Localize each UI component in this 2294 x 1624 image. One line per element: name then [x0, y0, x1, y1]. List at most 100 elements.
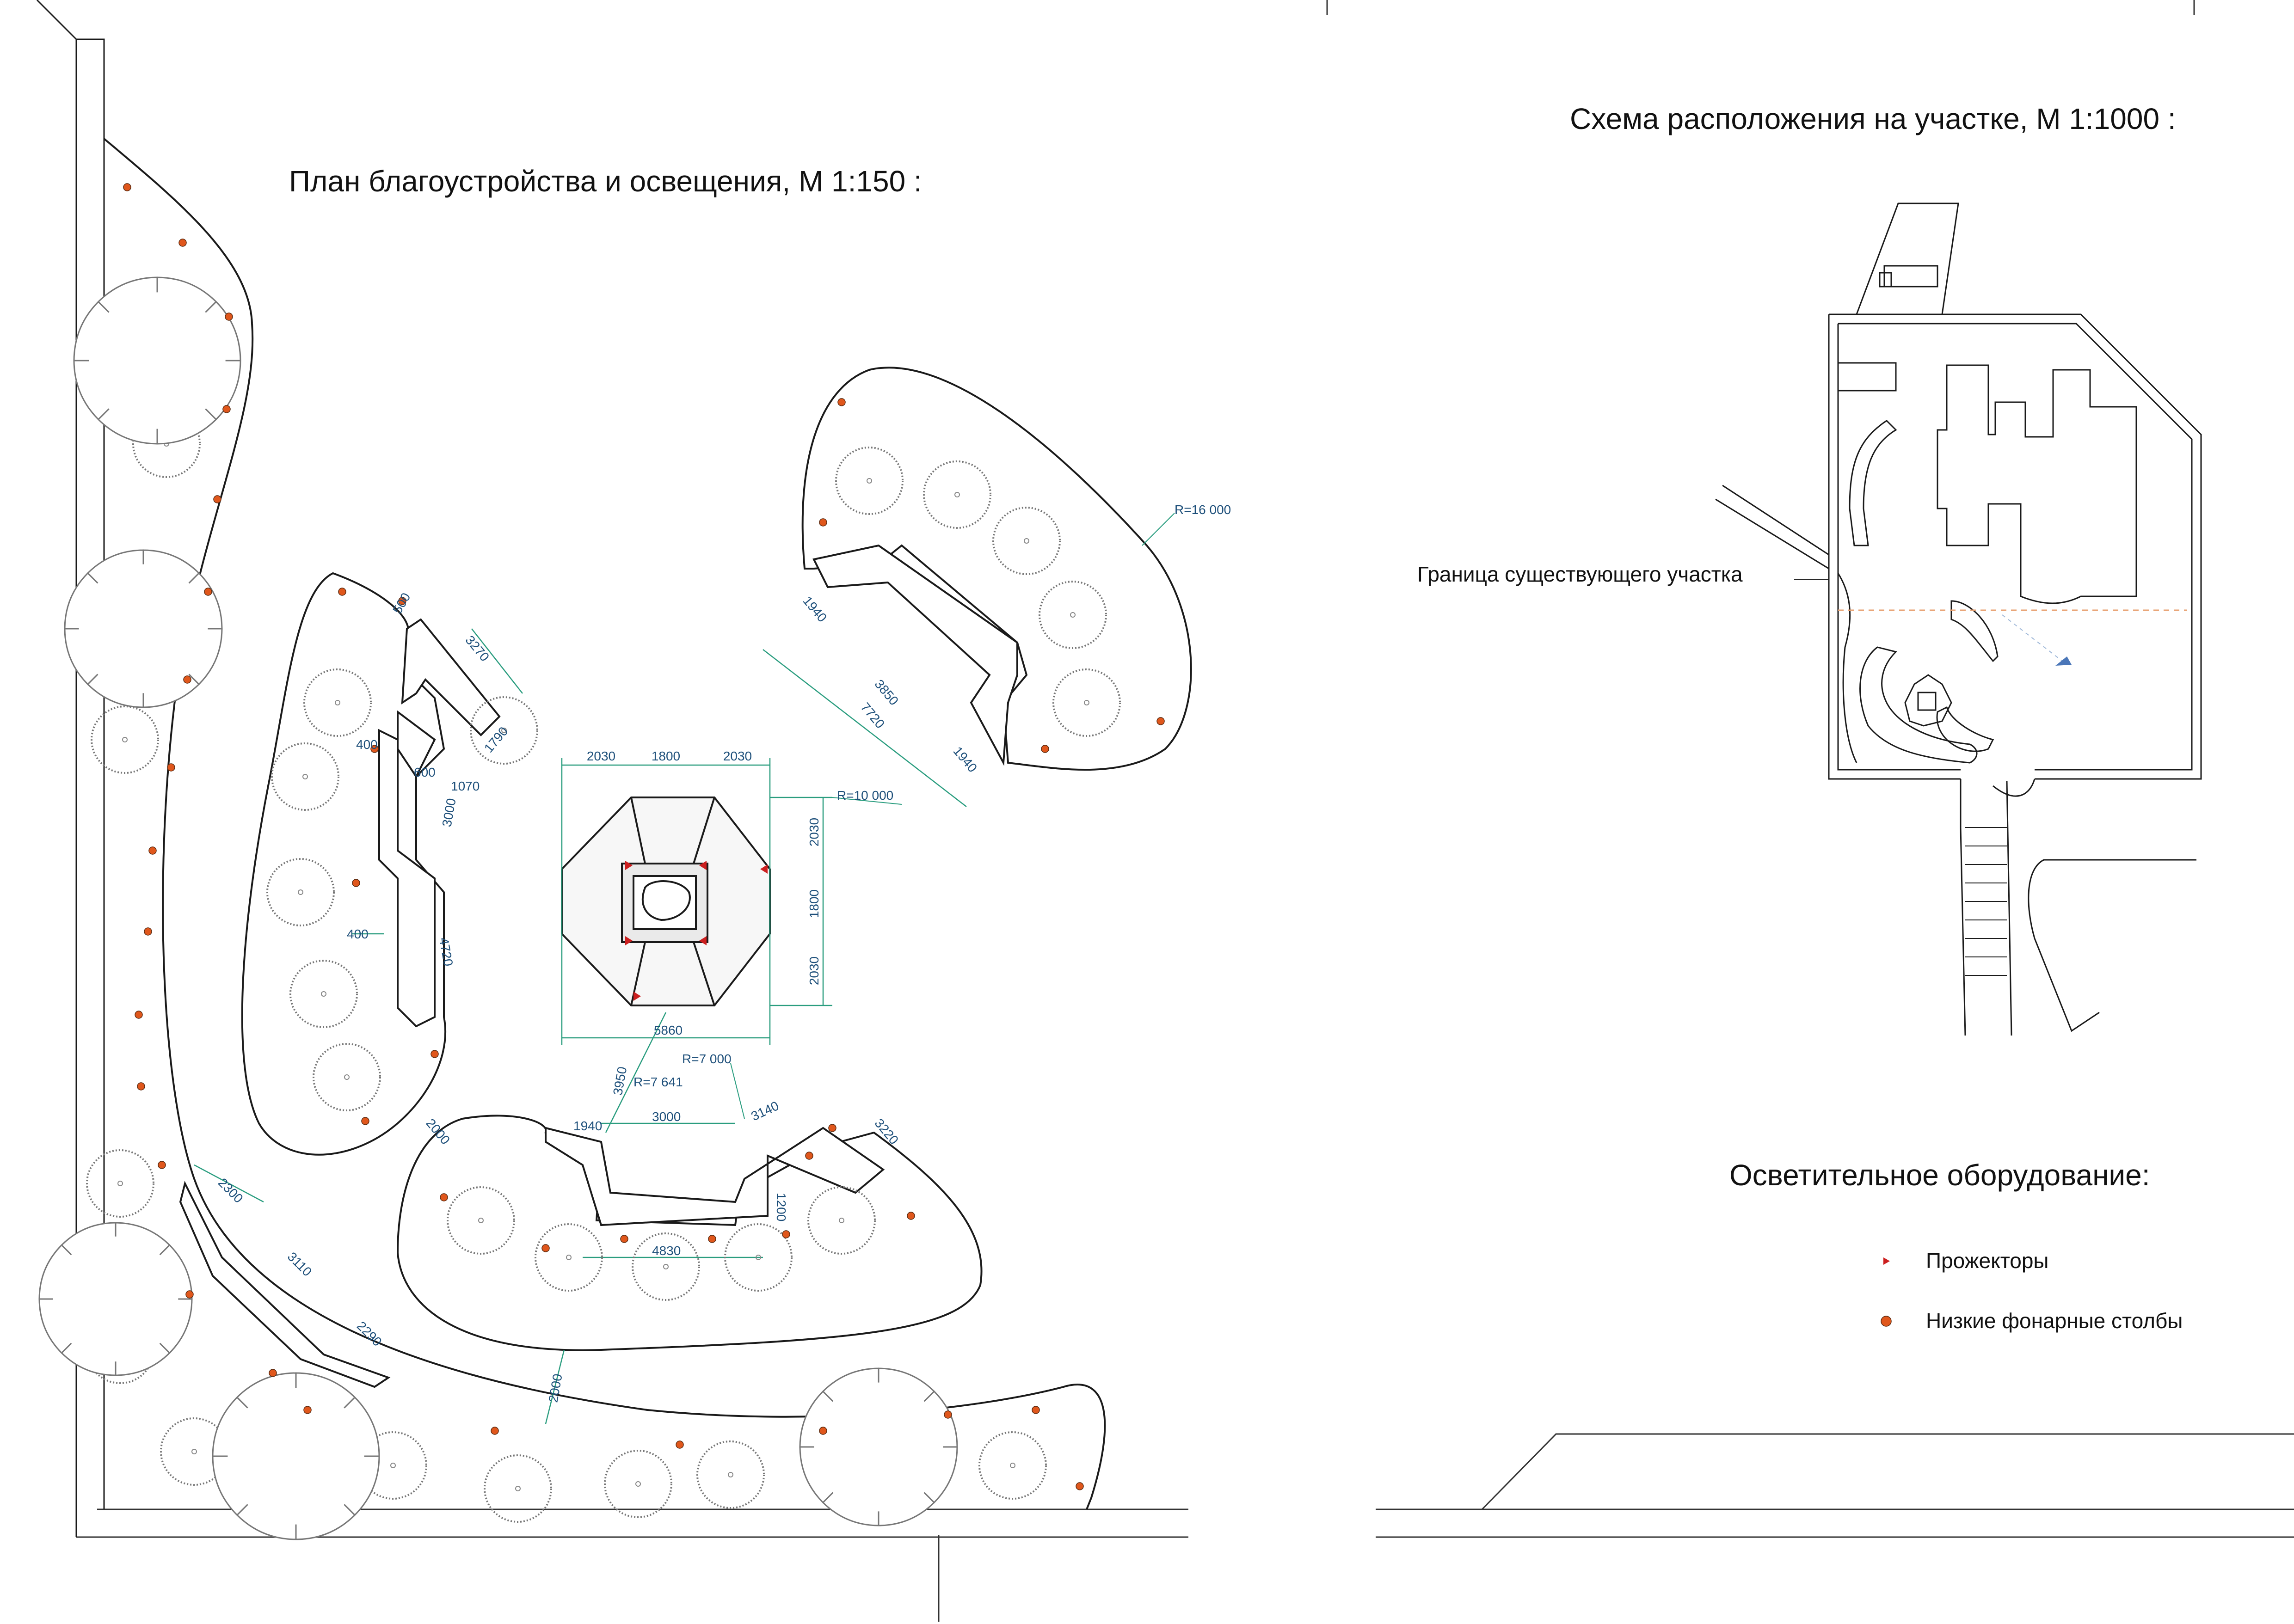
lamp-post-marker [137, 1082, 145, 1091]
shrub [484, 1454, 552, 1523]
lamp-post-marker [819, 1427, 827, 1435]
shrub [271, 742, 339, 811]
dim-left-400b: 400 [347, 927, 369, 941]
shrub [604, 1450, 672, 1518]
spotlight-marker [625, 861, 633, 870]
sheet-frame [76, 0, 2294, 1622]
dim-bottom-3220: 3220 [872, 1116, 901, 1147]
lamp-post-marker [1032, 1406, 1040, 1414]
lamp-post-marker [213, 495, 221, 503]
dim-right-3: 2030 [807, 956, 821, 985]
dim-left-4720: 4720 [437, 937, 455, 968]
dim-bottom-1200: 1200 [774, 1193, 788, 1221]
dim-right-1: 2030 [807, 818, 821, 846]
shrub [835, 447, 904, 515]
shrub-center [478, 1218, 484, 1223]
landscape-plan [36, 0, 1192, 1537]
spotlight-marker [699, 861, 707, 870]
shrub-center [1010, 1463, 1015, 1468]
spotlight-marker [625, 936, 633, 945]
northeast-bed [801, 367, 1192, 771]
lamp-post-marker [185, 1290, 194, 1299]
lamp-post-marker [828, 1124, 836, 1132]
lamp-post-marker [944, 1410, 952, 1419]
dim-top-3: 2030 [723, 749, 752, 763]
dim-radius-7000: R=7 000 [682, 1052, 732, 1066]
lamp-post-marker [819, 518, 827, 527]
lamp-post-marker [123, 183, 131, 191]
dim-bottom-width: 5860 [654, 1023, 683, 1037]
lamp-post-marker [370, 745, 379, 753]
shrub-center [302, 774, 308, 779]
spotlight-icon [1883, 1257, 1890, 1265]
large-tree [64, 549, 223, 708]
west-bed [241, 572, 447, 1156]
lamp-post-marker [491, 1427, 499, 1435]
shrub-center [566, 1255, 572, 1260]
spotlight-marker [760, 864, 768, 874]
dim-bottom-3000: 3000 [652, 1109, 681, 1124]
legend-label-lamp-post: Низкие фонарные столбы [1926, 1309, 2183, 1333]
shrub-center [390, 1463, 396, 1468]
dim-path-2000b: 2000 [546, 1373, 565, 1403]
shrub-center [122, 737, 128, 742]
lamp-post-marker [541, 1244, 550, 1252]
shrub [724, 1223, 793, 1292]
site-location-scheme [1715, 202, 2202, 1036]
shrub [266, 858, 335, 926]
lamp-post-marker [431, 1050, 439, 1058]
shrub [91, 705, 159, 774]
scheme-title: Схема расположения на участке, М 1:1000 … [1570, 102, 2176, 135]
lamp-post-marker [837, 398, 846, 406]
dim-left-1070: 1070 [451, 779, 480, 793]
lamp-post-marker [782, 1230, 790, 1238]
shrub-center [298, 889, 303, 895]
large-tree [799, 1367, 958, 1526]
lamp-post-marker [1041, 745, 1049, 753]
large-tree [73, 276, 241, 445]
lamp-post-marker [338, 588, 346, 596]
dim-left-600: 600 [414, 765, 436, 779]
shrub [978, 1431, 1047, 1500]
lamp-post-marker [183, 675, 191, 684]
shrub [992, 507, 1061, 575]
scheme-boundary-label: Граница существующего участка [1417, 562, 1743, 586]
shrub-center [1084, 700, 1089, 705]
lamp-post-marker [1156, 717, 1165, 725]
dim-top-2: 1800 [652, 749, 680, 763]
shrub-center [117, 1181, 123, 1186]
dim-right-1940b: 1940 [950, 744, 980, 775]
lamp-post-marker [269, 1369, 277, 1377]
shrub [86, 1149, 154, 1218]
lamp-post-marker [135, 1011, 143, 1019]
shrub [923, 460, 991, 529]
shrub-center [756, 1255, 761, 1260]
shrub-center [191, 1449, 197, 1454]
dim-bottom-3140: 3140 [749, 1098, 781, 1123]
spotlights-layer [625, 861, 768, 1001]
shrub [1052, 668, 1121, 737]
shrub-center [663, 1264, 669, 1269]
lamp-post-marker [225, 313, 233, 321]
shrub [470, 696, 538, 765]
large-tree [38, 1222, 193, 1376]
lamp-post-marker [222, 405, 231, 413]
seating-walls [179, 544, 1018, 1388]
shrub-center [344, 1074, 350, 1080]
spotlight-marker [699, 936, 707, 945]
lamp-post-marker [440, 1193, 448, 1201]
legend-label-spotlight: Прожекторы [1926, 1249, 2049, 1273]
shrub [447, 1186, 515, 1255]
dim-right-2: 1800 [807, 889, 821, 918]
shrub [303, 668, 372, 737]
lamp-post-marker [708, 1235, 716, 1243]
lamp-post-marker [398, 597, 406, 605]
lamp-post-marker [620, 1235, 628, 1243]
shrub-center [1024, 538, 1029, 544]
shrub-center [635, 1481, 641, 1487]
lamp-post-icon [1881, 1316, 1892, 1327]
shrub-center [954, 492, 960, 497]
shrub-center [321, 991, 326, 997]
lamp-post-marker [167, 763, 175, 772]
